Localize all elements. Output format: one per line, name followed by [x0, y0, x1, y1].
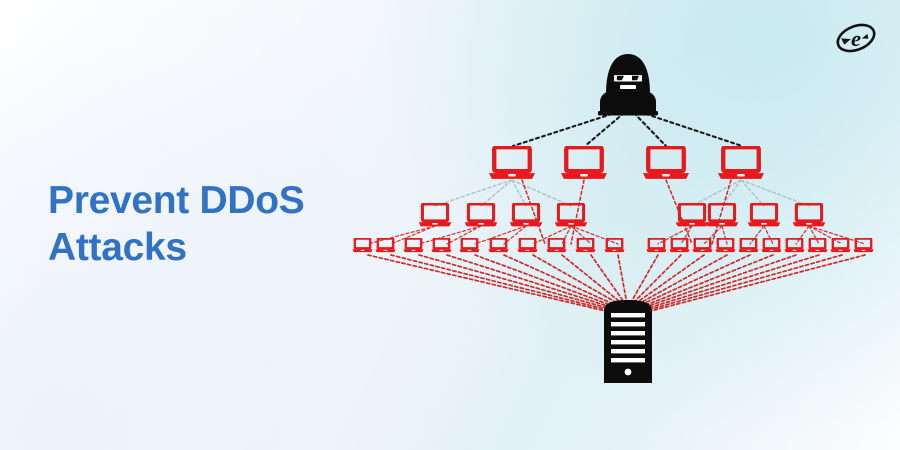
- attack-beams-to-server: [367, 254, 866, 314]
- bot-laptop: [418, 203, 452, 228]
- bot-laptop: [715, 238, 736, 253]
- bot-laptop: [646, 238, 667, 253]
- bot-laptop: [675, 203, 709, 228]
- tier-1-bots: [489, 147, 764, 179]
- bot-laptop: [403, 238, 424, 253]
- bot-laptop: [464, 203, 498, 228]
- bot-laptop: [705, 203, 739, 228]
- bot-laptop: [604, 238, 625, 253]
- bot-laptop: [853, 238, 874, 253]
- tier-3-bots: [352, 238, 874, 253]
- bot-laptop: [459, 238, 480, 253]
- bot-laptop: [509, 203, 543, 228]
- bot-laptop: [692, 238, 713, 253]
- server-power-led: [624, 368, 632, 376]
- server-bay: [611, 322, 645, 327]
- bot-laptop: [784, 238, 805, 253]
- e-orbit-logo[interactable]: e: [830, 12, 882, 64]
- relay-lines-tier2-to-tier3: [367, 225, 866, 245]
- bot-laptop: [575, 238, 596, 253]
- bot-laptop: [561, 147, 607, 179]
- server-bay: [611, 331, 645, 336]
- bot-laptop: [792, 203, 826, 228]
- bot-laptop: [747, 203, 781, 228]
- bot-laptop: [669, 238, 690, 253]
- bot-laptop: [517, 238, 538, 253]
- server-bay: [611, 340, 645, 345]
- relay-lines-tier1-to-tier2: [434, 179, 810, 207]
- server-bay: [611, 358, 645, 363]
- page-title: Prevent DDoS Attacks: [48, 179, 305, 269]
- bot-laptop: [830, 238, 851, 253]
- server-bay: [611, 349, 645, 354]
- bot-laptop: [489, 147, 535, 179]
- bot-laptop: [643, 147, 689, 179]
- command-lines-hacker-to-tier1: [511, 110, 744, 148]
- logo-orbit-arrow: [861, 33, 869, 39]
- bot-laptop: [546, 238, 567, 253]
- hacker-icon: [598, 54, 658, 116]
- bot-laptop: [431, 238, 452, 253]
- logo-orbit-arrow: [841, 38, 851, 45]
- server-bay: [611, 313, 645, 318]
- bot-laptop: [718, 147, 764, 179]
- tier-2-bots: [418, 203, 826, 228]
- bot-laptop: [488, 238, 509, 253]
- logo-letter: e: [851, 26, 861, 51]
- bot-laptop: [738, 238, 759, 253]
- bot-laptop: [375, 238, 396, 253]
- server-icon: [604, 300, 652, 383]
- bot-laptop: [554, 203, 588, 228]
- logo-orbit-ring: [836, 23, 876, 53]
